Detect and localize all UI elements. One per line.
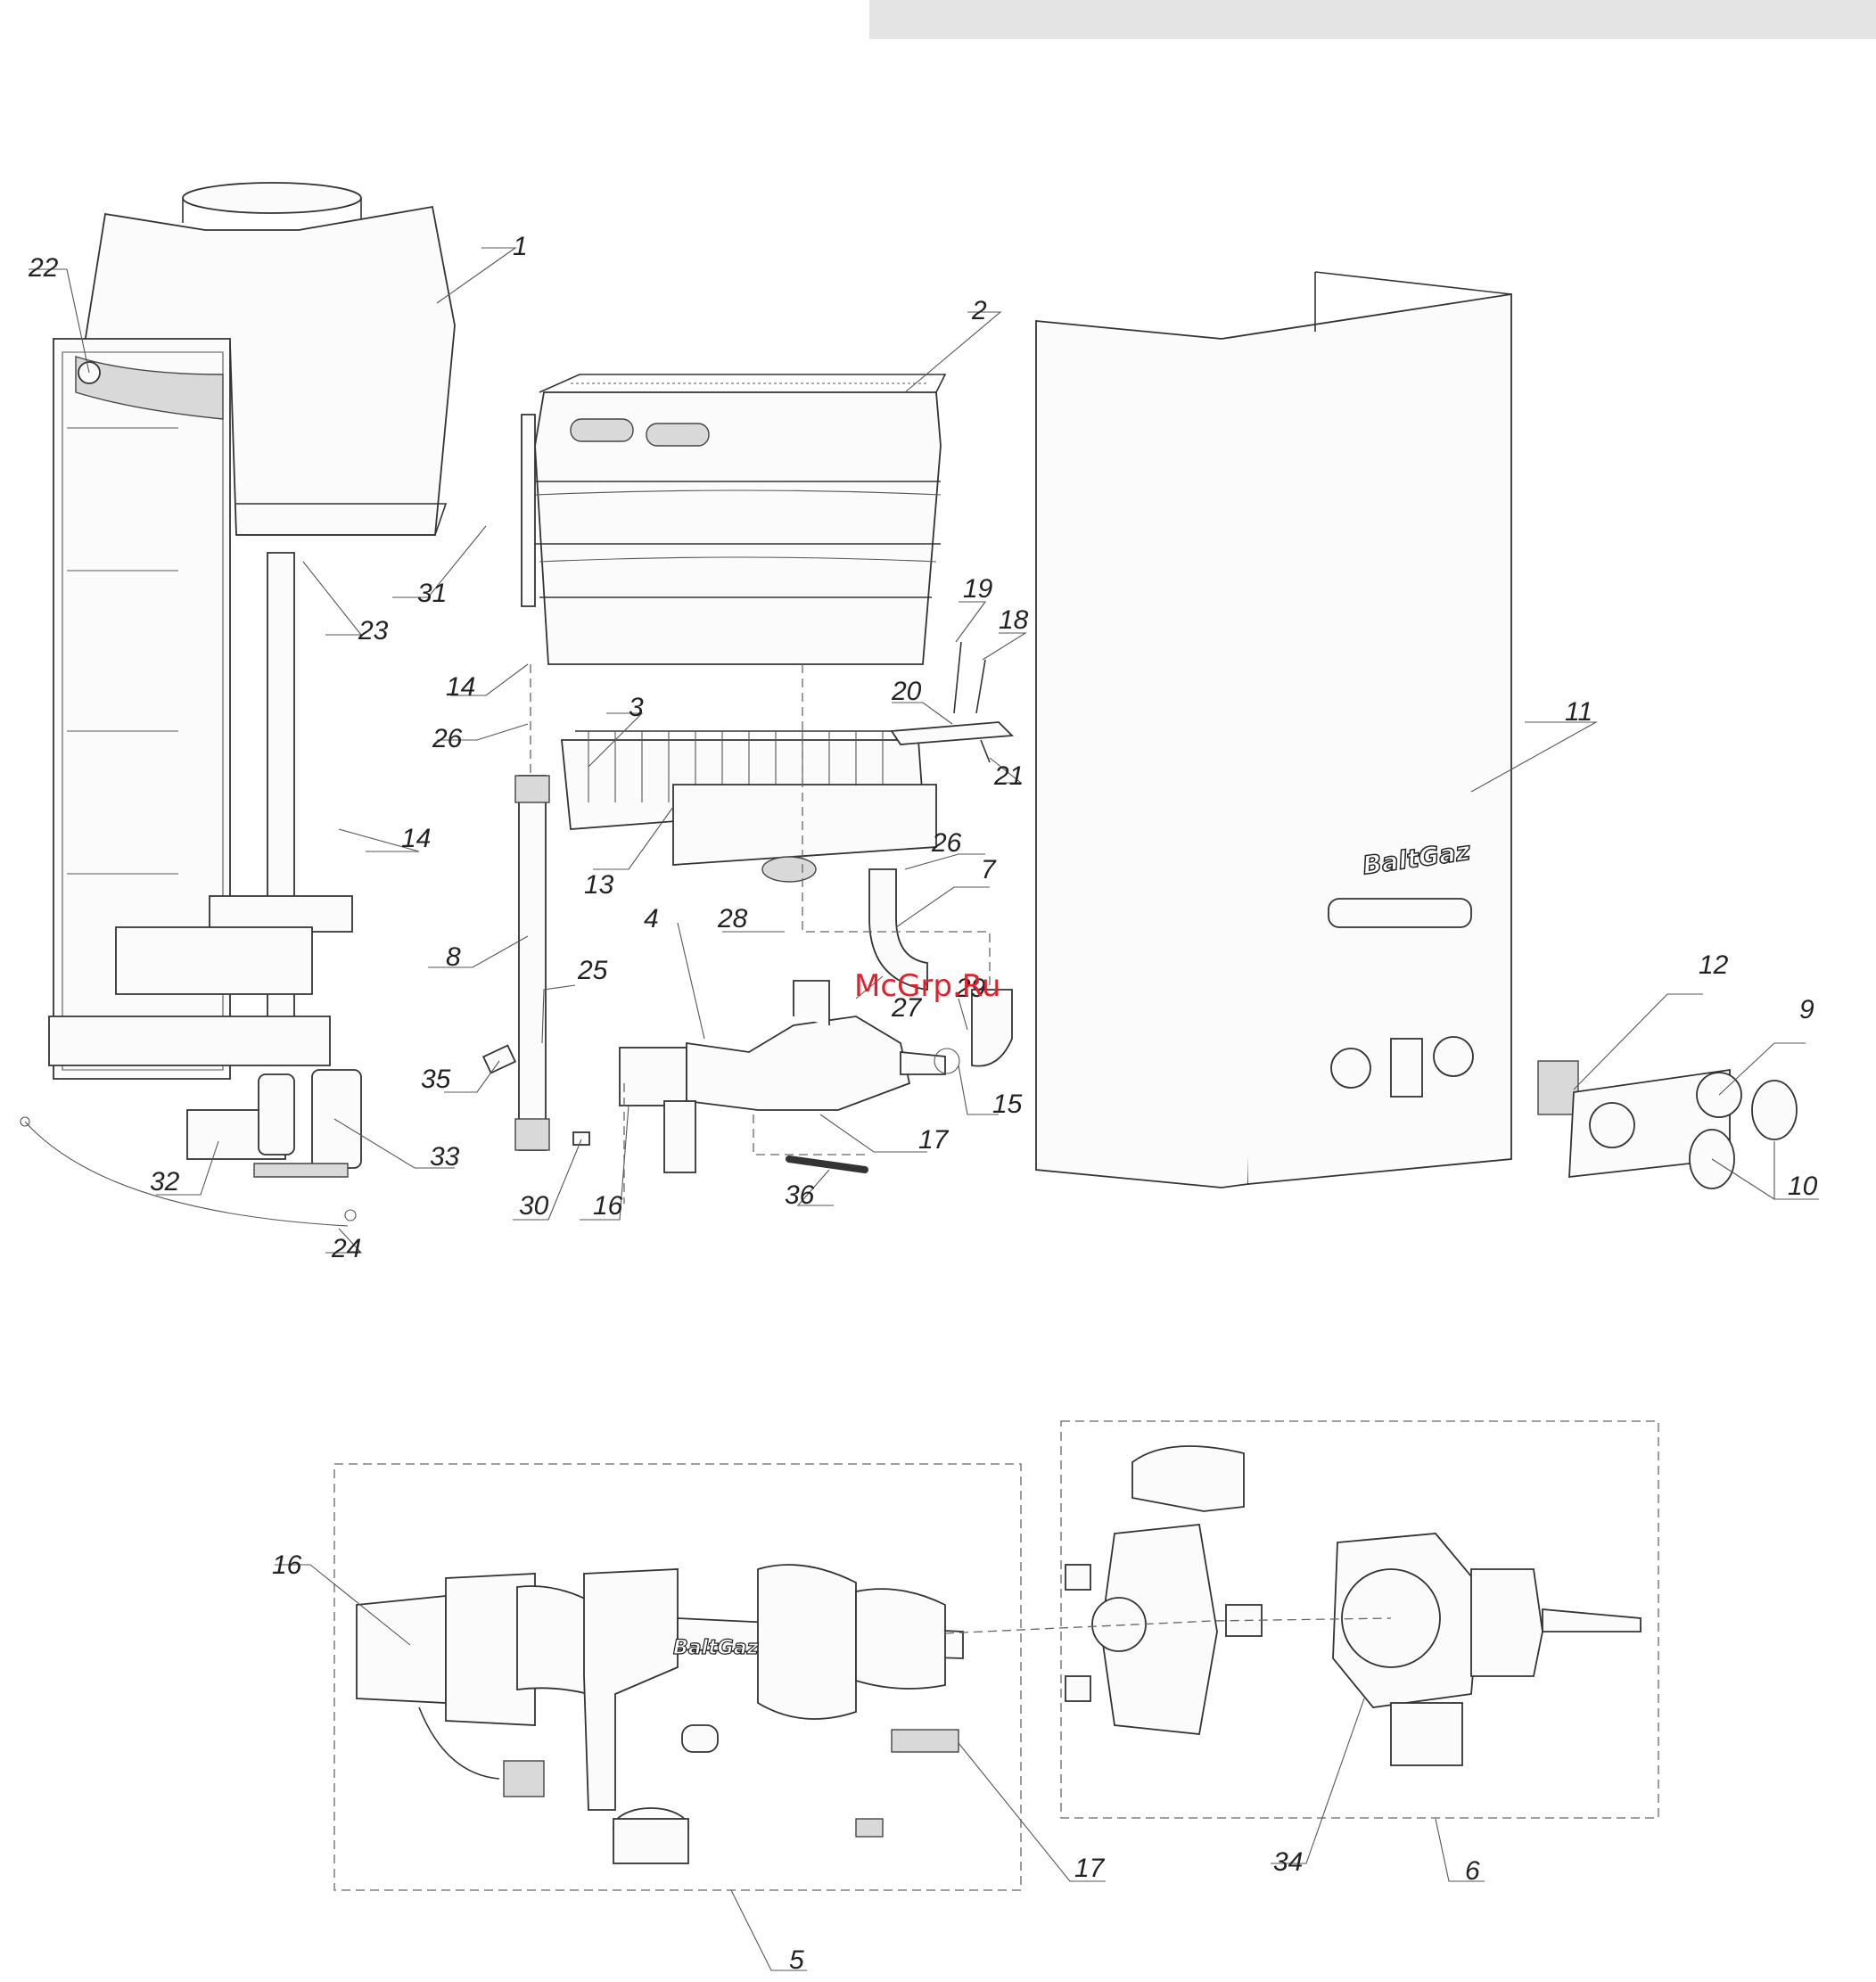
callout-31: 31 (417, 579, 447, 608)
callout-14a: 14 (446, 672, 475, 702)
control-panel (1538, 1061, 1797, 1188)
burner-assembly (562, 731, 936, 865)
callout-18: 18 (999, 605, 1029, 635)
callout-8: 8 (446, 942, 461, 972)
callout-14b: 14 (401, 824, 431, 853)
callout-7: 7 (981, 855, 997, 884)
watermark: McGrp.Ru (854, 968, 1000, 1004)
valve-body-5 (517, 1565, 963, 1863)
callout-33: 33 (430, 1142, 460, 1172)
callout-34: 34 (1273, 1847, 1303, 1877)
callout-30: 30 (519, 1191, 549, 1221)
callout-2: 2 (971, 296, 987, 325)
water-pipe (515, 776, 549, 1150)
heat-exchanger (522, 374, 945, 664)
callout-3: 3 (629, 693, 644, 722)
callout-5: 5 (789, 1945, 804, 1975)
callout-21: 21 (993, 761, 1024, 791)
callout-20: 20 (891, 677, 922, 706)
callout-6: 6 (1465, 1856, 1480, 1886)
callout-26b: 26 (931, 828, 962, 858)
callout-15: 15 (992, 1090, 1023, 1119)
callout-10: 10 (1788, 1172, 1818, 1201)
callout-25: 25 (577, 956, 608, 985)
callout-19: 19 (963, 574, 993, 604)
callout-4: 4 (644, 904, 659, 933)
callout-28: 28 (717, 904, 748, 933)
callout-24: 24 (331, 1234, 361, 1263)
screw-30 (573, 1132, 589, 1145)
callout-32: 32 (150, 1167, 180, 1197)
callout-11: 11 (1565, 697, 1592, 727)
callout-26a: 26 (432, 724, 463, 753)
callout-16a: 16 (593, 1191, 623, 1221)
valve-brand-logo: BaltGaz (673, 1637, 759, 1659)
callout-13: 13 (584, 870, 614, 900)
callout-35: 35 (421, 1065, 451, 1094)
tube-36 (789, 1159, 865, 1170)
callout-23: 23 (358, 616, 389, 646)
solenoid-valve-16 (357, 1574, 544, 1797)
callout-17a: 17 (918, 1125, 950, 1155)
callout-16b: 16 (272, 1550, 302, 1580)
water-regulator-6 (1066, 1446, 1262, 1734)
battery-box (187, 1070, 361, 1177)
callout-12: 12 (1699, 950, 1729, 980)
callout-17b: 17 (1074, 1854, 1106, 1883)
front-cover (1036, 272, 1511, 1188)
callout-1: 1 (513, 232, 528, 261)
callout-36: 36 (785, 1180, 815, 1210)
sensor-35 (483, 1046, 515, 1073)
callout-9: 9 (1799, 995, 1814, 1024)
callout-22: 22 (28, 253, 59, 283)
diaphragm-cover-34 (1333, 1534, 1641, 1765)
